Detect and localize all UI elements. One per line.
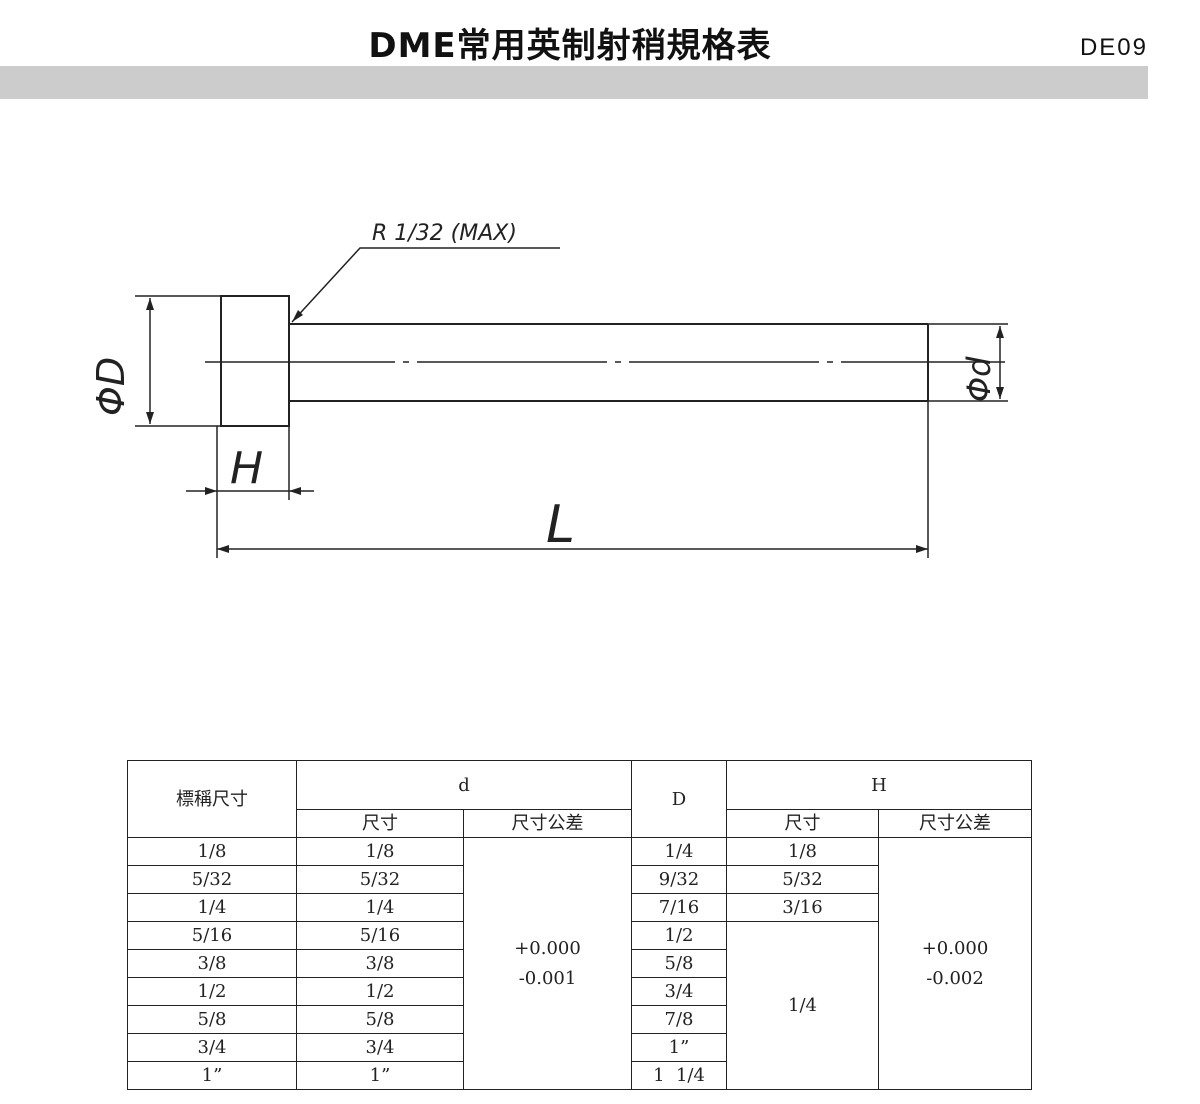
d-tol-upper: +0.000 bbox=[514, 937, 581, 959]
D-size-cell: 9/32 bbox=[631, 865, 727, 894]
table-row: 1/8 1/8 +0.000 -0.001 1/4 1/8 +0.000 -0.… bbox=[127, 837, 1033, 1090]
d-size-cell: 5/32 bbox=[296, 865, 464, 894]
H-size-cell: 5/32 bbox=[726, 865, 879, 894]
d-size-cell: 5/16 bbox=[296, 921, 464, 950]
H-tol-upper: +0.000 bbox=[921, 937, 989, 959]
d-size-cell: 3/4 bbox=[296, 1033, 464, 1062]
d-size-cell: 5/8 bbox=[296, 1005, 464, 1034]
D-label: ΦD bbox=[89, 357, 133, 416]
radius-note: R 1/32 (MAX) bbox=[372, 221, 517, 246]
table-row: 3/4 3/4 1” bbox=[127, 1033, 1032, 1062]
table-row: 5/32 5/32 9/32 5/32 bbox=[127, 865, 1032, 894]
d-tol-lower: -0.001 bbox=[518, 967, 577, 989]
D-size-cell: 3/4 bbox=[631, 977, 727, 1006]
d-header: d bbox=[296, 760, 632, 810]
table-row: 5/8 5/8 7/8 bbox=[127, 1005, 1032, 1034]
d-size-header: 尺寸 bbox=[296, 809, 464, 838]
H-label: H bbox=[230, 443, 263, 494]
d-label: Φd bbox=[960, 356, 998, 402]
spec-table: 標稱尺寸 d D H 尺寸 尺寸公差 尺寸 尺寸公差 1/8 1/8 +0.00… bbox=[127, 760, 1033, 1090]
D-size-cell: 1 1/4 bbox=[631, 1061, 727, 1090]
pin-head bbox=[220, 295, 290, 427]
nominal-cell: 5/16 bbox=[127, 921, 297, 950]
nominal-cell: 5/8 bbox=[127, 1005, 297, 1034]
D-size-cell: 5/8 bbox=[631, 949, 727, 978]
H-tol-header: 尺寸公差 bbox=[877, 809, 1033, 838]
nominal-size-header: 標稱尺寸 bbox=[127, 760, 297, 838]
ejector-pin-drawing: R 1/32 (MAX) ΦD Φd H L bbox=[89, 221, 1008, 558]
d-size-cell: 1/4 bbox=[296, 893, 464, 922]
L-label: L bbox=[546, 495, 575, 555]
H-size-cell: 1/8 bbox=[726, 837, 879, 866]
D-size-cell: 1/4 bbox=[631, 837, 727, 866]
nominal-cell: 1/8 bbox=[127, 837, 297, 866]
nominal-cell: 1/2 bbox=[127, 977, 297, 1006]
d-tolerance-cell: +0.000 -0.001 bbox=[463, 837, 632, 1090]
H-size-merged-cell: 1/4 bbox=[726, 921, 879, 1090]
D-size-cell: 1” bbox=[631, 1033, 727, 1062]
nominal-cell: 3/4 bbox=[127, 1033, 297, 1062]
H-tolerance-cell: +0.000 -0.002 bbox=[877, 837, 1033, 1090]
d-size-cell: 1/8 bbox=[296, 837, 464, 866]
header-bar bbox=[0, 66, 1148, 99]
D-size-cell: 7/16 bbox=[631, 893, 727, 922]
H-header: H bbox=[725, 760, 1033, 810]
d-size-cell: 1/2 bbox=[296, 977, 464, 1006]
nominal-cell: 5/32 bbox=[127, 865, 297, 894]
table-row: 5/16 5/16 1/2 1/4 bbox=[127, 921, 1032, 1090]
H-tol-lower: -0.002 bbox=[926, 967, 984, 989]
D-header: D bbox=[631, 760, 727, 838]
D-size-cell: 7/8 bbox=[631, 1005, 727, 1034]
radius-leader bbox=[291, 247, 560, 323]
table-row: 1/4 1/4 7/16 3/16 bbox=[127, 893, 1032, 922]
table-row: 1/2 1/2 3/4 bbox=[127, 977, 1032, 1006]
d-size-cell: 1” bbox=[296, 1061, 464, 1090]
H-size-header: 尺寸 bbox=[726, 809, 879, 838]
d-size-cell: 3/8 bbox=[296, 949, 464, 978]
nominal-cell: 1/4 bbox=[127, 893, 297, 922]
d-tol-header: 尺寸公差 bbox=[463, 809, 632, 838]
table-row: 1” 1” 1 1/4 bbox=[127, 1061, 1032, 1090]
nominal-cell: 3/8 bbox=[127, 949, 297, 978]
D-size-cell: 1/2 bbox=[631, 921, 727, 950]
H-size-cell: 3/16 bbox=[726, 893, 879, 922]
page-code: DE09 bbox=[1079, 34, 1148, 61]
table-row: 3/8 3/8 5/8 bbox=[127, 949, 1032, 978]
page-title: DME常用英制射稍規格表 bbox=[368, 26, 772, 66]
nominal-cell: 1” bbox=[127, 1061, 297, 1090]
